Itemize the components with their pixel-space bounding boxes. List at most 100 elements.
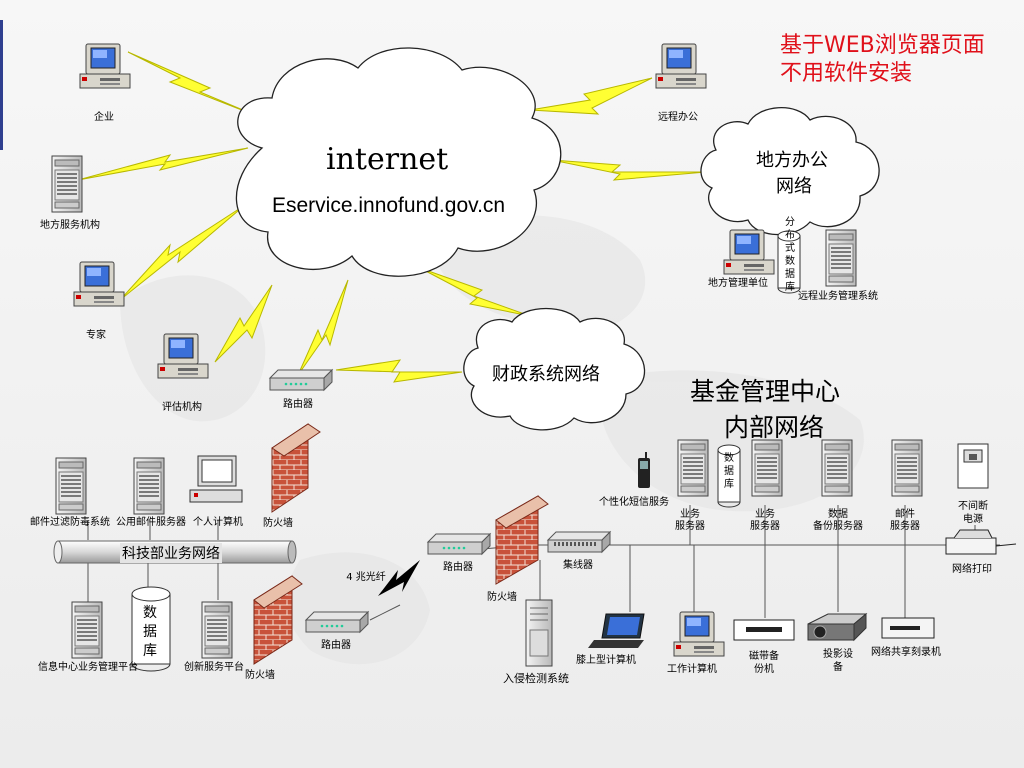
internet-title: internet bbox=[326, 142, 449, 177]
label-ups-line-1: 不间断 bbox=[958, 501, 988, 512]
biz-server-1 bbox=[677, 439, 709, 497]
personal-pc bbox=[189, 455, 243, 503]
workstation-pc bbox=[673, 611, 725, 657]
label-distributed-db: 分 布 式 数 据 库 bbox=[784, 216, 796, 294]
label-laptop: 膝上型计算机 bbox=[576, 655, 636, 666]
banner-line-2: 不用软件安装 bbox=[780, 61, 913, 86]
local-office-cloud bbox=[700, 107, 880, 236]
db-left-cylinder bbox=[131, 586, 171, 672]
label-biz-server2-line-2: 服务器 bbox=[750, 521, 780, 532]
label-cd-burner: 网络共享刻录机 bbox=[871, 647, 941, 658]
firewall-mid bbox=[495, 495, 549, 585]
backup-server bbox=[821, 439, 853, 497]
label-firewall-mid: 防火墙 bbox=[487, 592, 517, 603]
label-remote-biz-system: 远程业务管理系统 bbox=[798, 291, 878, 302]
label-backup-server-line-1: 数据 bbox=[828, 509, 848, 520]
slide-edge-marker bbox=[0, 20, 3, 150]
distributed-db-char-1: 分 bbox=[785, 217, 795, 228]
finance-cloud-label: 财政系统网络 bbox=[492, 364, 600, 385]
label-mail-server-line-2: 服务器 bbox=[890, 521, 920, 532]
laptop bbox=[588, 613, 645, 648]
internet-cloud bbox=[235, 47, 562, 277]
finance-cloud bbox=[463, 307, 646, 431]
local-service-server bbox=[51, 155, 83, 213]
label-local-unit: 地方管理单位 bbox=[708, 278, 768, 289]
router-mid bbox=[427, 533, 491, 555]
distributed-db-char-6: 库 bbox=[785, 282, 795, 293]
router-low bbox=[305, 611, 369, 633]
biz-server-2 bbox=[751, 439, 783, 497]
db-right-char-1: 数 bbox=[724, 453, 734, 464]
label-local-service: 地方服务机构 bbox=[40, 220, 100, 231]
hub bbox=[546, 530, 612, 554]
label-router-top: 路由器 bbox=[283, 399, 313, 410]
label-biz-server1-line-2: 服务器 bbox=[675, 521, 705, 532]
db-right-char-3: 库 bbox=[724, 479, 734, 490]
remote-office-pc bbox=[655, 43, 707, 89]
label-projector-line-2: 备 bbox=[833, 662, 843, 673]
db-left-char-1: 数 bbox=[143, 605, 157, 621]
fiber-link bbox=[378, 560, 420, 596]
label-backbone: 科技部业务网络 bbox=[120, 543, 222, 563]
info-center-server bbox=[71, 601, 103, 659]
projector bbox=[807, 612, 868, 642]
network-printer bbox=[945, 529, 1017, 555]
distributed-db-char-2: 布 bbox=[785, 230, 795, 241]
mail-server bbox=[891, 439, 923, 497]
firewall-low bbox=[253, 575, 303, 665]
label-enterprise: 企业 bbox=[94, 112, 114, 123]
label-tape-line-1: 磁带备 bbox=[749, 651, 779, 662]
local-office-cloud-line-2: 网络 bbox=[776, 176, 812, 197]
label-backup-server-line-2: 备份服务器 bbox=[813, 521, 863, 532]
label-fiber: 4 兆光纤 bbox=[346, 572, 386, 583]
label-sms: 个性化短信服务 bbox=[599, 497, 669, 508]
firewall-top bbox=[271, 423, 321, 513]
expert-pc bbox=[73, 261, 125, 307]
enterprise-pc bbox=[79, 43, 131, 89]
wireless-links bbox=[77, 51, 707, 383]
internet-url: Eservice.innofund.gov.cn bbox=[272, 194, 506, 217]
db-left-char-3: 库 bbox=[143, 643, 157, 659]
label-biz-server1-line-1: 业务 bbox=[680, 509, 700, 520]
db-right-char-2: 据 bbox=[724, 466, 734, 477]
distributed-db-char-4: 数 bbox=[785, 256, 795, 267]
center-title-line-1: 基金管理中心 bbox=[690, 377, 841, 406]
local-unit-pc bbox=[723, 229, 775, 275]
label-public-mail: 公用邮件服务器 bbox=[116, 517, 186, 528]
label-personal-pc: 个人计算机 bbox=[193, 517, 243, 528]
label-ids: 入侵检测系统 bbox=[503, 672, 569, 685]
mobile-phone bbox=[638, 452, 650, 488]
banner-line-1: 基于WEB浏览器页面 bbox=[780, 33, 985, 58]
mail-filter-server bbox=[55, 457, 87, 515]
label-mail-filter: 邮件过滤防毒系统 bbox=[30, 517, 110, 528]
label-db-left: 数 据 库 bbox=[142, 604, 158, 661]
label-evaluation: 评估机构 bbox=[162, 402, 202, 413]
public-mail-server bbox=[133, 457, 165, 515]
ups bbox=[957, 443, 989, 489]
innovation-server bbox=[201, 601, 233, 659]
label-info-center: 信息中心业务管理平台 bbox=[38, 662, 138, 673]
label-firewall-low: 防火墙 bbox=[245, 670, 275, 681]
label-router-low: 路由器 bbox=[321, 640, 351, 651]
cd-burner bbox=[881, 617, 935, 639]
label-firewall-top: 防火墙 bbox=[263, 518, 293, 529]
label-workstation: 工作计算机 bbox=[667, 664, 717, 675]
distributed-db-char-3: 式 bbox=[785, 243, 795, 254]
db-left-char-2: 据 bbox=[143, 624, 157, 640]
label-router-mid: 路由器 bbox=[443, 562, 473, 573]
label-db-right: 数 据 库 bbox=[723, 452, 735, 491]
label-net-printer: 网络打印 bbox=[952, 564, 992, 575]
label-mail-server-line-1: 邮件 bbox=[895, 509, 915, 520]
tape-backup bbox=[733, 619, 795, 641]
label-tape-line-2: 份机 bbox=[754, 664, 774, 675]
label-remote-office: 远程办公 bbox=[658, 112, 698, 123]
label-ups-line-2: 电源 bbox=[963, 514, 983, 525]
local-office-cloud-line-1: 地方办公 bbox=[756, 150, 828, 171]
remote-biz-server bbox=[825, 229, 857, 287]
label-innovation: 创新服务平台 bbox=[184, 662, 244, 673]
label-expert: 专家 bbox=[86, 330, 106, 341]
label-biz-server2-line-1: 业务 bbox=[755, 509, 775, 520]
router-top bbox=[269, 369, 333, 391]
